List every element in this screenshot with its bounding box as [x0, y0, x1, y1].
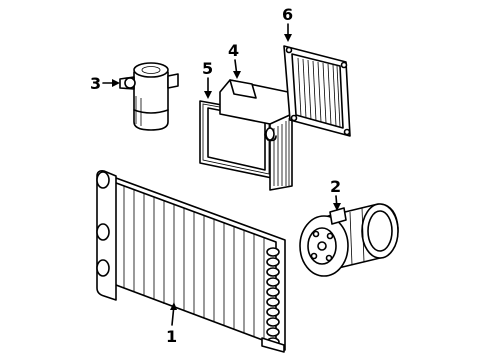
callout-6: 6 — [282, 5, 293, 42]
callout-2: 2 — [330, 177, 341, 211]
callout-label-1: 1 — [166, 327, 177, 346]
callout-label-2: 2 — [330, 177, 341, 196]
callout-5: 5 — [202, 59, 213, 99]
condenser — [96, 170, 286, 353]
callout-label-5: 5 — [202, 59, 213, 78]
compressor — [299, 203, 399, 277]
condenser-fins — [123, 186, 265, 341]
receiver-drier — [119, 62, 179, 131]
evaporator-case-panel — [283, 45, 351, 137]
callout-4: 4 — [228, 41, 241, 79]
callout-label-3: 3 — [90, 74, 101, 93]
callout-3: 3 — [90, 74, 120, 93]
panel-louvers — [297, 57, 341, 128]
callout-label-4: 4 — [228, 41, 239, 60]
evaporator-core — [219, 79, 293, 191]
callout-label-6: 6 — [282, 5, 293, 24]
callout-1: 1 — [166, 302, 177, 346]
